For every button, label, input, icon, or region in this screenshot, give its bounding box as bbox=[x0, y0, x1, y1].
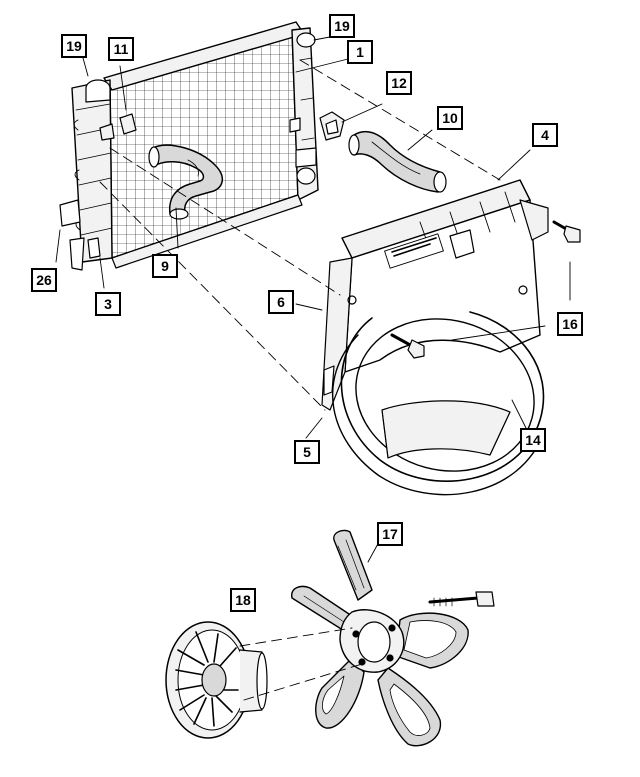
fan-blade bbox=[291, 529, 469, 747]
fan-clutch bbox=[165, 621, 268, 739]
callout-1: 1 bbox=[347, 40, 373, 64]
radiator bbox=[59, 21, 319, 271]
hose-clamps bbox=[99, 111, 345, 141]
callout-3: 3 bbox=[95, 292, 121, 316]
fan-shroud bbox=[321, 179, 549, 496]
callout-11: 11 bbox=[108, 37, 134, 61]
callout-12: 12 bbox=[386, 71, 412, 95]
callout-4: 4 bbox=[532, 123, 558, 147]
callout-16: 16 bbox=[557, 312, 583, 336]
upper-radiator-hose bbox=[348, 130, 447, 193]
fan-mounting-bolt bbox=[428, 591, 495, 607]
callout-5: 5 bbox=[294, 440, 320, 464]
callout-18: 18 bbox=[230, 588, 256, 612]
callout-6: 6 bbox=[268, 290, 294, 314]
callout-19-right: 19 bbox=[329, 14, 355, 38]
leader-lines bbox=[55, 35, 571, 701]
shroud-bolt-right bbox=[552, 220, 581, 243]
lower-radiator-hose bbox=[148, 144, 224, 220]
callout-17: 17 bbox=[377, 522, 403, 546]
callout-26: 26 bbox=[31, 268, 57, 292]
callout-19-left: 19 bbox=[61, 34, 87, 58]
shroud-bolt-left bbox=[390, 333, 425, 359]
callout-10: 10 bbox=[437, 106, 463, 130]
callout-9: 9 bbox=[152, 254, 178, 278]
callout-14: 14 bbox=[520, 428, 546, 452]
